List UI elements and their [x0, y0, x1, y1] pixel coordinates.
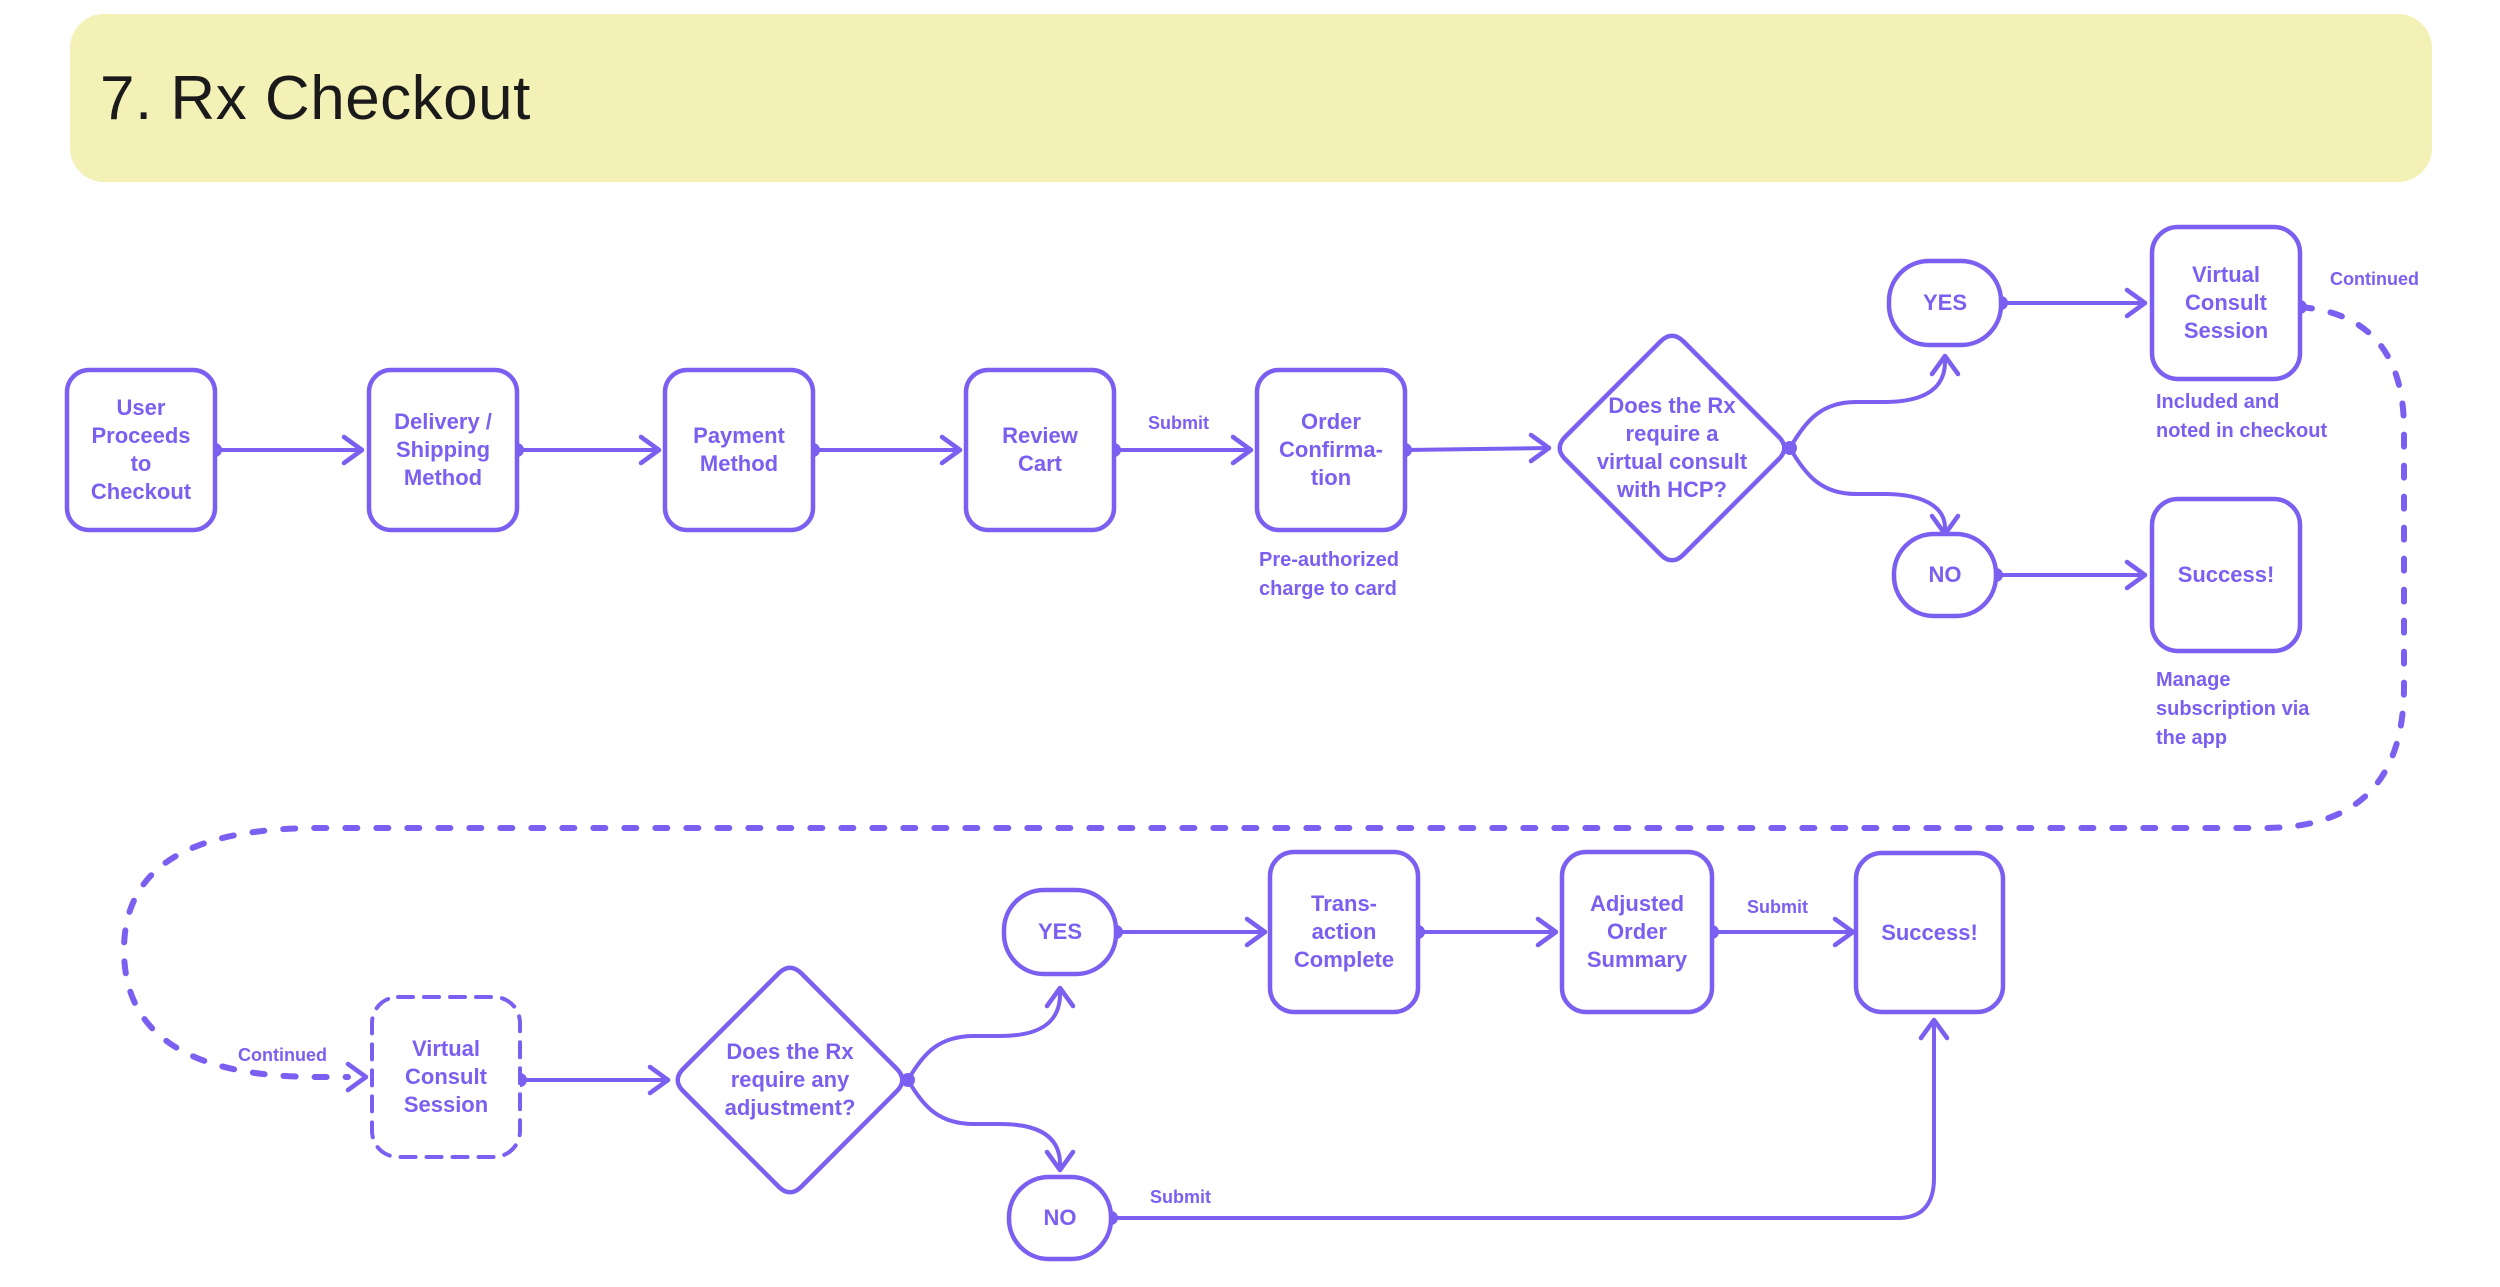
node-yes-1[interactable] — [1886, 258, 2004, 348]
edge-decision2-yes2[interactable] — [906, 985, 1076, 1082]
edge-yes1-consult1[interactable] — [1994, 287, 2148, 319]
node-virtual-consult-session-1[interactable] — [2149, 224, 2303, 382]
edge-delivery-payment[interactable] — [510, 434, 662, 466]
decision-adjustment-required[interactable] — [675, 965, 905, 1195]
edge-transaction-adjusted[interactable] — [1411, 916, 1559, 948]
edge-consult2-decision2[interactable] — [513, 1064, 671, 1096]
node-order-confirmation[interactable] — [1254, 367, 1408, 533]
decision-virtual-consult-required[interactable] — [1557, 333, 1787, 563]
node-no-1[interactable] — [1891, 531, 1999, 619]
edge-no1-success1[interactable] — [1989, 559, 2148, 591]
edge-proceed-delivery[interactable] — [208, 434, 365, 466]
node-yes-2[interactable] — [1001, 887, 1119, 977]
edge-yes2-transaction[interactable] — [1109, 916, 1268, 948]
node-virtual-consult-session-2[interactable] — [370, 995, 522, 1159]
edge-payment-review[interactable] — [806, 434, 963, 466]
edge-adjusted-success2[interactable] — [1705, 916, 1856, 948]
edge-no2-success2[interactable] — [1104, 1017, 1950, 1225]
node-user-proceeds-to-checkout[interactable] — [64, 367, 218, 533]
node-success-1[interactable] — [2149, 496, 2303, 654]
node-no-2[interactable] — [1006, 1174, 1114, 1262]
edge-label-submit-review: Submit — [1148, 413, 1209, 433]
note-manage-subscription: Manage subscription via the app — [2156, 669, 2310, 749]
edge-confirmation-decision[interactable] — [1398, 432, 1552, 464]
edge-decision-no1[interactable] — [1783, 441, 1961, 537]
node-review-cart[interactable] — [963, 367, 1117, 533]
edge-label-submit-adjusted: Submit — [1747, 897, 1808, 917]
edge-label-continued-top: Continued — [2330, 269, 2419, 289]
note-preauthorized-charge: Pre-authorized charge to card — [1259, 549, 1400, 600]
edge-decision2-no2[interactable] — [901, 1073, 1076, 1173]
section-banner: 7. Rx Checkout — [70, 14, 2432, 182]
node-payment-method[interactable] — [662, 367, 816, 533]
node-adjusted-order-summary[interactable] — [1559, 849, 1715, 1015]
node-success-2[interactable] — [1853, 850, 2006, 1015]
page-title: 7. Rx Checkout — [100, 63, 531, 133]
edge-decision-yes1[interactable] — [1788, 353, 1961, 450]
edge-label-continued-bottom: Continued — [238, 1045, 327, 1065]
note-included-in-checkout: Included and noted in checkout — [2156, 391, 2328, 442]
node-delivery-shipping-method[interactable] — [366, 367, 520, 533]
edge-review-confirmation[interactable] — [1107, 434, 1254, 466]
edge-label-submit-no2: Submit — [1150, 1187, 1211, 1207]
node-transaction-complete[interactable] — [1267, 849, 1421, 1015]
